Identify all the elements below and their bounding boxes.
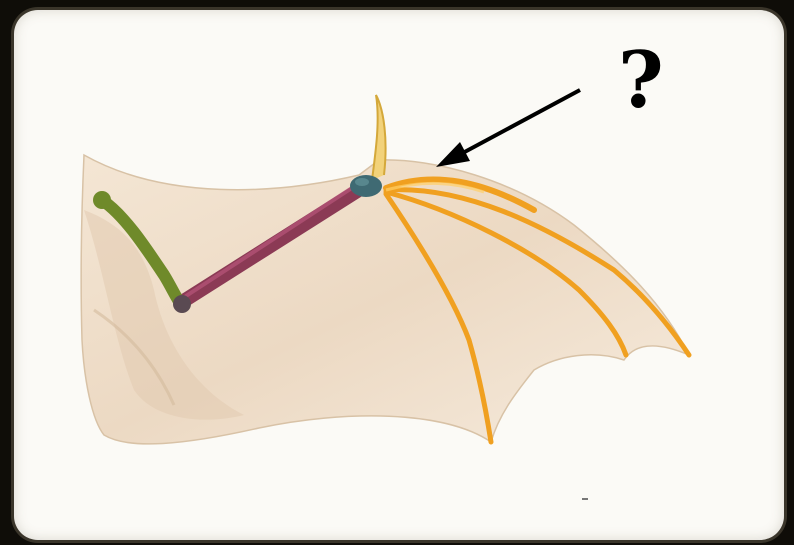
bat-wing-diagram	[14, 10, 784, 540]
question-mark-label: ?	[618, 42, 664, 120]
wrist-highlight	[355, 178, 369, 186]
wrist-bones	[350, 175, 382, 197]
arrow-pointer-icon	[436, 90, 580, 167]
shoulder-joint	[93, 191, 111, 209]
thumb-bone	[372, 95, 386, 180]
elbow-joint	[173, 295, 191, 313]
image-card: ?	[14, 10, 784, 540]
image-speck	[582, 498, 588, 500]
